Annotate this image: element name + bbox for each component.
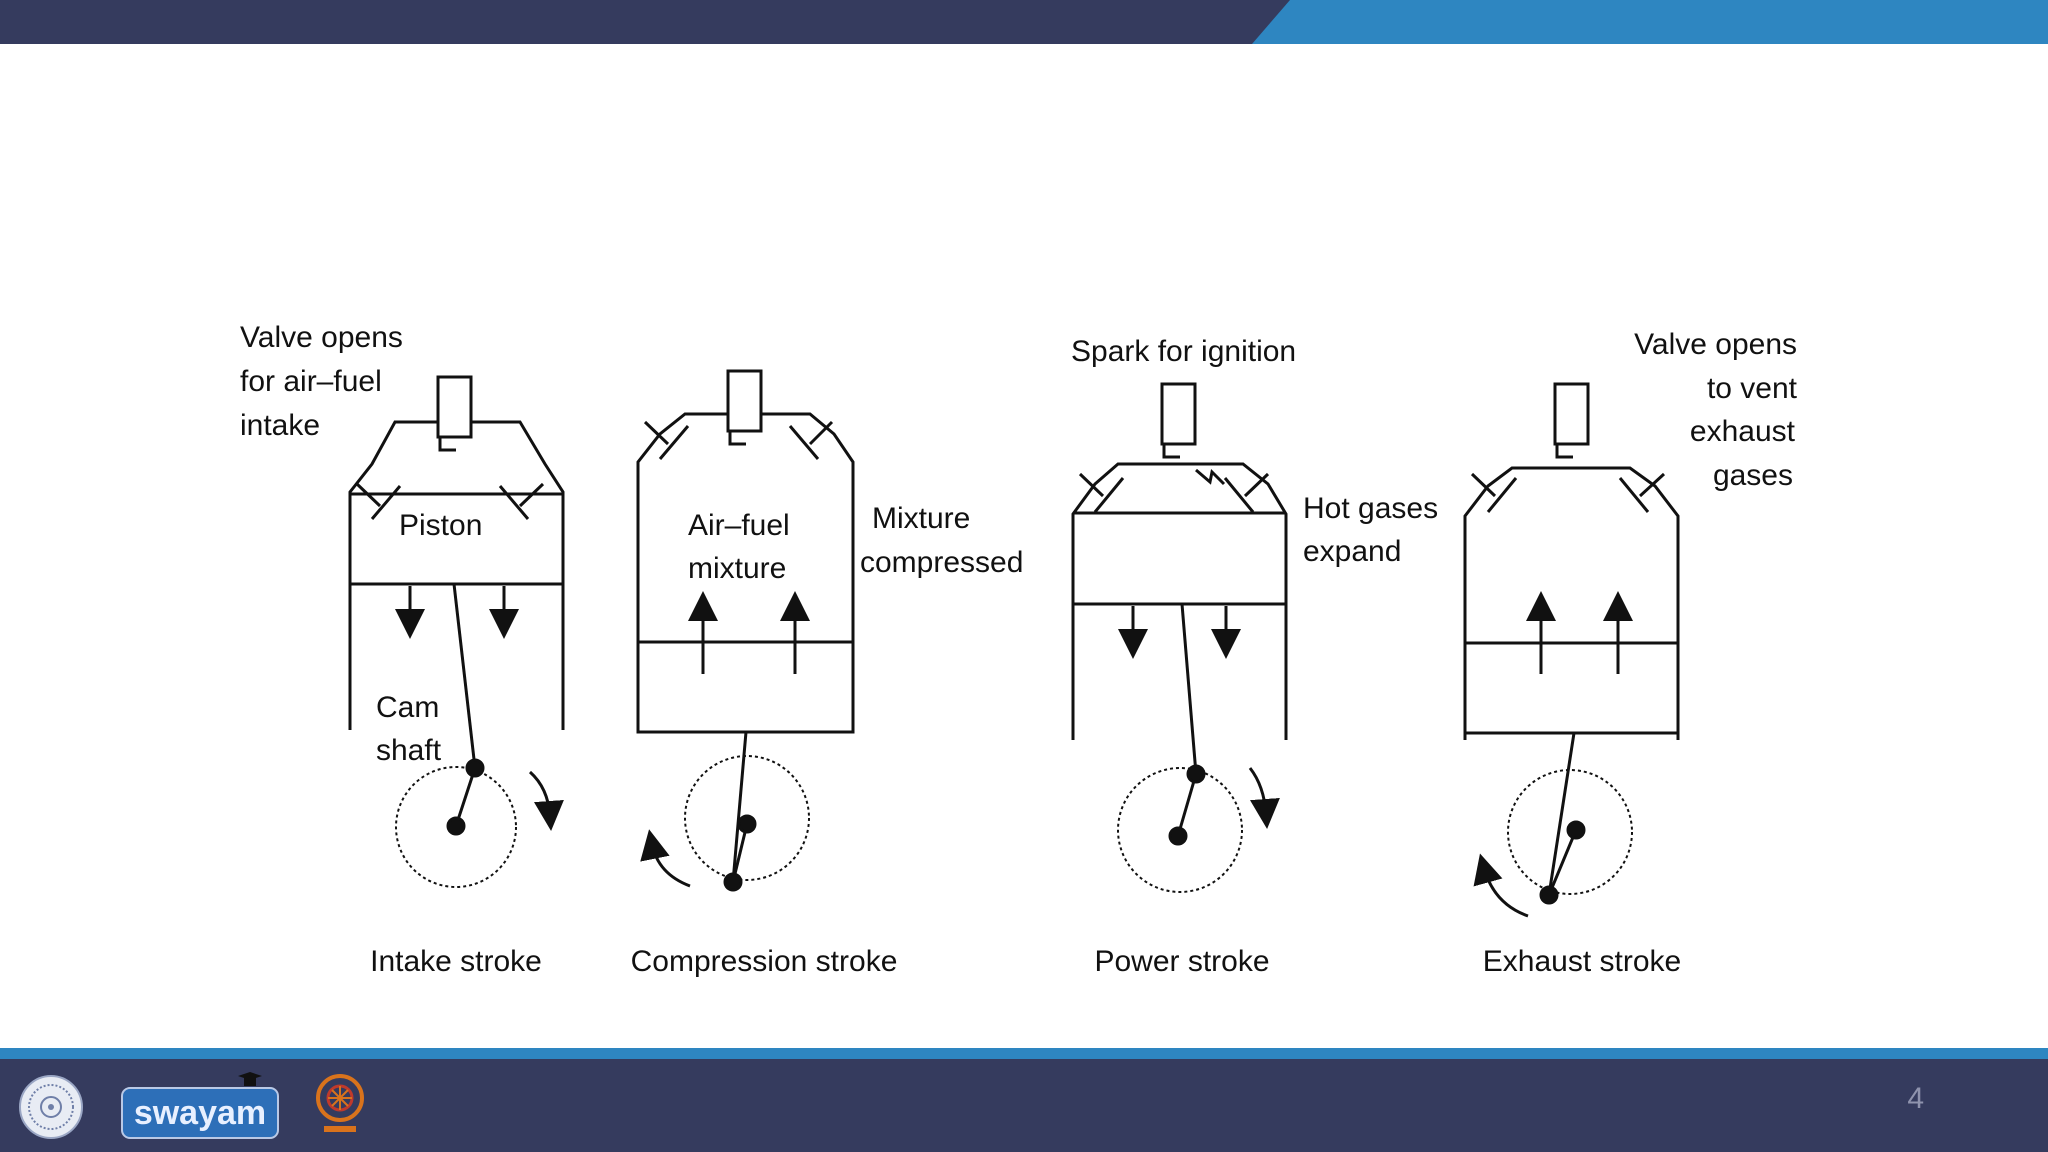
swayam-wordmark: swayam (134, 1094, 266, 1132)
piston-label: Piston (399, 509, 482, 542)
exhaust-cylinder (1463, 382, 1680, 918)
mixture-compressed-line-1: Mixture (872, 502, 970, 535)
caption-power-stroke: Power stroke (1094, 945, 1269, 978)
slide-content: Valve opens for air–fuel intake Piston C… (0, 44, 2048, 1048)
footer-bar: swayam 4 (0, 1048, 2048, 1152)
caption-compression-stroke: Compression stroke (631, 945, 898, 978)
exhaust-note-line-1: Valve opens (1634, 328, 1797, 361)
air-fuel-label-line-2: mixture (688, 552, 786, 585)
exhaust-note-line-2: to vent (1707, 372, 1798, 405)
page-number: 4 (1907, 1082, 1924, 1115)
exhaust-note-line-3: exhaust (1690, 415, 1796, 448)
caption-intake-stroke: Intake stroke (370, 945, 542, 978)
intake-cylinder (348, 375, 565, 888)
power-cylinder (1071, 382, 1288, 893)
caption-exhaust-stroke: Exhaust stroke (1483, 945, 1681, 978)
air-fuel-label-line-1: Air–fuel (688, 509, 790, 542)
cam-shaft-label-line-1: Cam (376, 691, 439, 724)
institute-seal-logo (18, 1074, 84, 1145)
hot-gases-line-1: Hot gases (1303, 492, 1438, 525)
footer-stripe (0, 1048, 2048, 1059)
compression-cylinder (636, 369, 855, 892)
four-stroke-diagram: Valve opens for air–fuel intake Piston C… (240, 321, 1798, 978)
intake-note-line-1: Valve opens (240, 321, 403, 354)
nptel-logo (312, 1070, 368, 1143)
hot-gases-line-2: expand (1303, 535, 1401, 568)
intake-note-line-3: intake (240, 409, 320, 442)
mixture-compressed-line-2: compressed (860, 546, 1023, 579)
top-banner (0, 0, 2048, 44)
cam-shaft-label-line-2: shaft (376, 734, 442, 767)
spark-note: Spark for ignition (1071, 335, 1296, 368)
intake-note-line-2: for air–fuel (240, 365, 382, 398)
swayam-logo: swayam (120, 1070, 282, 1147)
exhaust-note-line-4: gases (1713, 459, 1793, 492)
